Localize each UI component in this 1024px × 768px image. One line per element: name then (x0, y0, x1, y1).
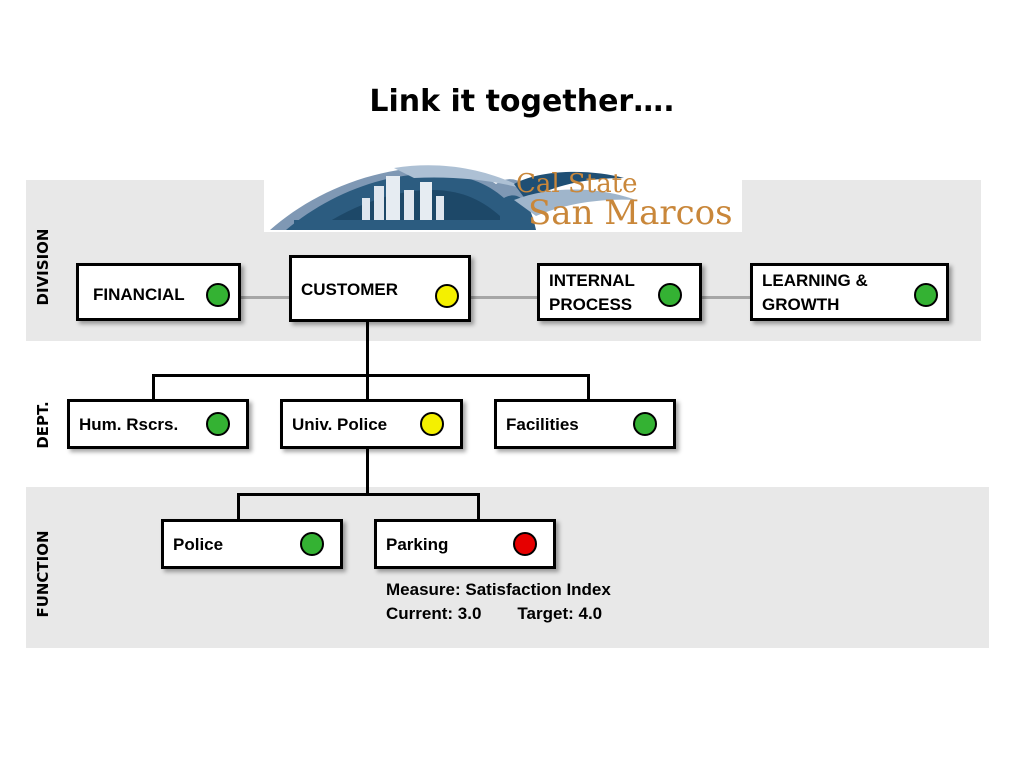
node-financial: FINANCIAL (76, 263, 241, 321)
cal-state-san-marcos-logo: Cal State San Marcos (264, 160, 742, 233)
node-univ-police-status-icon (420, 412, 444, 436)
node-internal-process-status-icon (658, 283, 682, 307)
node-customer-status-icon (435, 284, 459, 308)
connector-dept-bar (152, 374, 590, 377)
connector-to-parking (477, 493, 480, 521)
node-parking-label: Parking (386, 535, 449, 554)
node-hum-rscrs: Hum. Rscrs. (67, 399, 249, 449)
slide-title: Link it together…. (369, 84, 675, 119)
connector-financial-customer (238, 296, 290, 299)
node-parking: Parking (374, 519, 556, 569)
connector-internal-learning (700, 296, 752, 299)
connector-customer-internal (470, 296, 538, 299)
node-internal-process: INTERNAL PROCESS (537, 263, 702, 321)
dept-band-label: DEPT. (34, 401, 52, 449)
node-facilities: Facilities (494, 399, 676, 449)
node-univ-police: Univ. Police (280, 399, 463, 449)
logo-line1: Cal State (516, 169, 638, 199)
connector-customer-down (366, 320, 369, 376)
node-parking-status-icon (513, 532, 537, 556)
connector-function-bar (237, 493, 480, 496)
node-customer: CUSTOMER (289, 255, 471, 322)
connector-to-hum-rscrs (152, 374, 155, 402)
node-police-label: Police (173, 535, 224, 554)
node-police-status-icon (300, 532, 324, 556)
measure-target: Target: 4.0 (517, 604, 603, 623)
node-hum-rscrs-label: Hum. Rscrs. (79, 415, 179, 434)
connector-to-univ-police (366, 374, 369, 402)
node-police: Police (161, 519, 343, 569)
measure-info: Measure: Satisfaction Index Current: 3.0… (386, 578, 611, 626)
function-band-label: FUNCTION (34, 530, 52, 618)
node-facilities-status-icon (633, 412, 657, 436)
division-band-label: DIVISION (34, 228, 52, 306)
node-learning-growth-status-icon (914, 283, 938, 307)
logo-hills-icon: Cal State San Marcos (270, 165, 733, 233)
node-customer-label: CUSTOMER (301, 280, 398, 299)
node-financial-status-icon (206, 283, 230, 307)
node-hum-rscrs-status-icon (206, 412, 230, 436)
connector-to-facilities (587, 374, 590, 402)
node-learning-growth-label: LEARNING & GROWTH (762, 271, 868, 314)
node-financial-label: FINANCIAL (93, 285, 185, 304)
connector-police-down (366, 447, 369, 495)
node-univ-police-label: Univ. Police (292, 415, 388, 434)
measure-current: Current: 3.0 (386, 604, 482, 623)
node-internal-process-label: INTERNAL PROCESS (549, 271, 635, 314)
logo-line2: San Marcos (528, 193, 733, 232)
measure-name: Measure: Satisfaction Index (386, 580, 611, 599)
node-facilities-label: Facilities (506, 415, 579, 434)
connector-to-police (237, 493, 240, 521)
node-learning-growth: LEARNING & GROWTH (750, 263, 949, 321)
